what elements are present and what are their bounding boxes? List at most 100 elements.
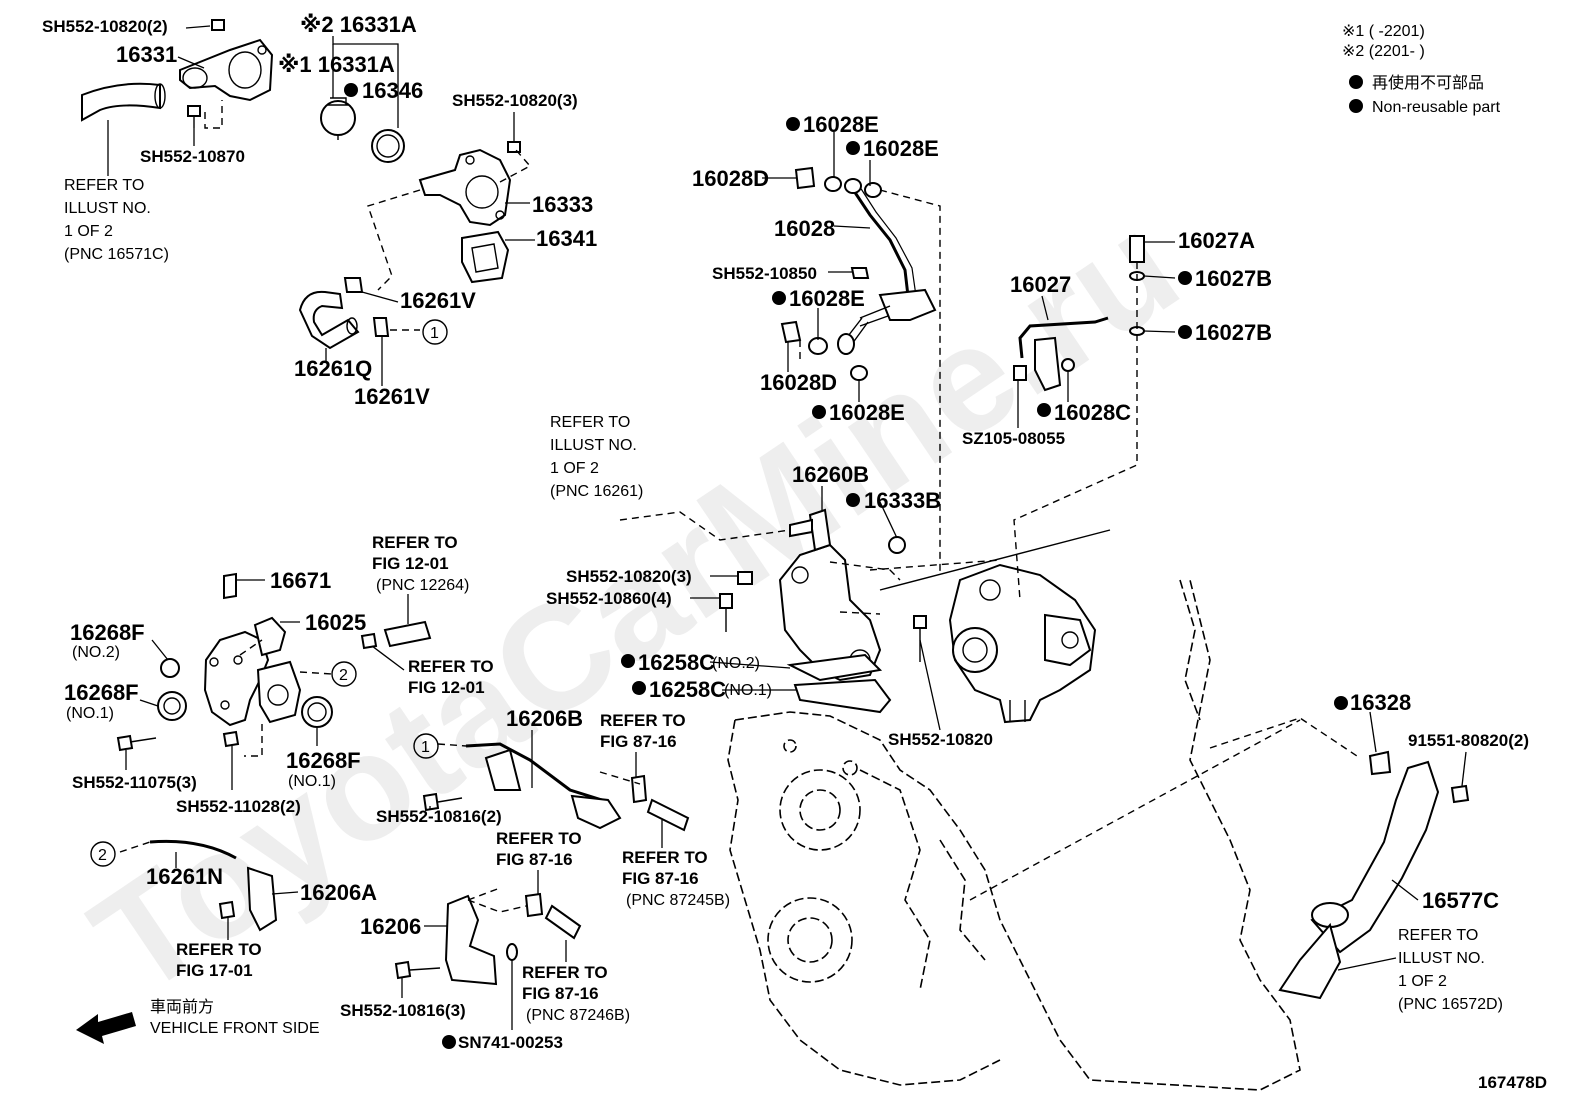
label-16028e-b: 16028E: [863, 136, 939, 161]
pipe-16206b: [422, 742, 690, 832]
label-sh552-10820-3a: SH552-10820(3): [452, 91, 578, 110]
ref-marker-label: 2: [339, 667, 348, 684]
leader-lines: [107, 25, 1467, 1030]
label-sh552-10820-3b: SH552-10820(3): [566, 567, 692, 586]
label-16206b: 16206B: [506, 706, 583, 731]
water-outlet-16333: [418, 148, 512, 227]
label-16206a: 16206A: [300, 880, 377, 905]
refer-fig87d-line3: (PNC 87246B): [526, 1007, 630, 1024]
label-sn741-00253: SN741-00253: [458, 1033, 563, 1052]
ref-marker-label: 2: [98, 847, 107, 864]
label-sh552-10860-4: SH552-10860(4): [546, 589, 672, 608]
label-16328: 16328: [1350, 690, 1411, 715]
label-16258c-no2: 16258C: [638, 650, 715, 675]
label-sh552-10870: SH552-10870: [140, 147, 245, 166]
label-16331a-v1: ※1 16331A: [278, 52, 395, 77]
refer-fig87c-line2: FIG 87-16: [622, 869, 699, 888]
ref-marker-2-lower: 2: [90, 841, 116, 867]
dashed-connectors: [119, 100, 1361, 913]
label-91551-80820-2: 91551-80820(2): [1408, 731, 1529, 750]
label-16028: 16028: [774, 216, 835, 241]
water-inlet-16331: [179, 38, 274, 102]
label-sz105-08055: SZ105-08055: [962, 429, 1065, 448]
refer-top-line4: (PNC 16571C): [64, 246, 169, 263]
ref-marker-label: 1: [421, 739, 430, 756]
label-sh552-10820-c: SH552-10820: [888, 730, 993, 749]
label-16268f-no2-note: (NO.2): [72, 644, 120, 661]
label-16268f-no1-note: (NO.1): [66, 705, 114, 722]
refer-fig17-line2: FIG 17-01: [176, 961, 253, 980]
refer-fig12a-line1: REFER TO: [372, 533, 458, 552]
water-outlet-16260b: [778, 508, 882, 682]
refer-fig17-line1: REFER TO: [176, 940, 262, 959]
hose-16577c: [1278, 750, 1470, 1000]
bolts-top-left: [187, 19, 521, 153]
refer-bot-line1: REFER TO: [1398, 927, 1478, 944]
label-16333: 16333: [532, 192, 593, 217]
label-16258c-no1: 16258C: [649, 677, 726, 702]
refer-fig87b-line1: REFER TO: [496, 829, 582, 848]
label-16027a: 16027A: [1178, 228, 1255, 253]
refer-fig87c-line1: REFER TO: [622, 848, 708, 867]
legend-non-reusable-jp: 再使用不可部品: [1372, 74, 1484, 92]
label-16577c: 16577C: [1422, 888, 1499, 913]
label-16258c-no1-note: (NO.1): [724, 682, 772, 699]
refer-mid-line3: 1 OF 2: [550, 460, 599, 477]
refer-bot-line4: (PNC 16572D): [1398, 996, 1503, 1013]
label-16027b-b: 16027B: [1195, 320, 1272, 345]
refer-fig87c-line3: (PNC 87245B): [626, 892, 730, 909]
label-16261v-a: 16261V: [400, 288, 476, 313]
ref-marker-2-mid: 2: [331, 661, 357, 687]
pipe-16027: [1013, 235, 1145, 392]
label-sh552-10816-3: SH552-10816(3): [340, 1001, 466, 1020]
label-16258c-no2-note: (NO.2): [712, 655, 760, 672]
pipe-16261n: [149, 839, 278, 932]
bolt-sh552-10820-pump: [719, 571, 927, 662]
label-16268f-no1b-note: (NO.1): [288, 773, 336, 790]
label-16206: 16206: [360, 914, 421, 939]
water-pump-assembly: [948, 563, 1097, 724]
refer-top-line2: ILLUST NO.: [64, 200, 151, 217]
label-16331: 16331: [116, 42, 177, 67]
refer-mid-line4: (PNC 16261): [550, 483, 643, 500]
label-16028d-a: 16028D: [692, 166, 769, 191]
refer-fig87d-line2: FIG 87-16: [522, 984, 599, 1003]
ref-marker-1-top: 1: [422, 319, 448, 345]
refer-fig87a-line1: REFER TO: [600, 711, 686, 730]
refer-fig87d-line1: REFER TO: [522, 963, 608, 982]
engine-block-outline: [727, 579, 1301, 1091]
refer-fig12a-line2: FIG 12-01: [372, 554, 449, 573]
refer-fig87a-line2: FIG 87-16: [600, 732, 677, 751]
refer-mid-line1: REFER TO: [550, 414, 630, 431]
refer-top-line3: 1 OF 2: [64, 223, 113, 240]
variant-note-1: ※1 ( -2201): [1342, 23, 1425, 40]
variant-note-2: ※2 (2201- ): [1342, 43, 1425, 60]
label-sh552-10816-2: SH552-10816(2): [376, 807, 502, 826]
label-16028e-a: 16028E: [803, 112, 879, 137]
refer-bot-line2: ILLUST NO.: [1398, 950, 1485, 967]
o-ring-16333b: [888, 536, 906, 554]
label-16028d-b: 16028D: [760, 370, 837, 395]
label-16671: 16671: [270, 568, 331, 593]
gasket-16341: [461, 230, 510, 284]
engine-mount-line: [879, 529, 1111, 591]
thermostat-16331a: [320, 97, 405, 163]
legend-non-reusable-en: Non-reusable part: [1372, 99, 1501, 116]
label-16261q: 16261Q: [294, 356, 372, 381]
refer-top-line1: REFER TO: [64, 177, 144, 194]
vehicle-front-jp: 車両前方: [150, 998, 214, 1016]
label-16261v-b: 16261V: [354, 384, 430, 409]
refer-fig87b-line2: FIG 87-16: [496, 850, 573, 869]
label-16346: 16346: [362, 78, 423, 103]
label-16028e-d: 16028E: [829, 400, 905, 425]
label-16028c: 16028C: [1054, 400, 1131, 425]
label-16333b: 16333B: [864, 488, 941, 513]
vehicle-front-arrow-icon: [76, 1012, 136, 1044]
gaskets-16258c: [786, 653, 892, 714]
label-sh552-11028-2: SH552-11028(2): [176, 797, 301, 816]
refer-bot-line3: 1 OF 2: [1398, 973, 1447, 990]
pipe-16028: [780, 166, 937, 381]
label-16028e-c: 16028E: [789, 286, 865, 311]
figure-id: 167478D: [1478, 1073, 1547, 1092]
